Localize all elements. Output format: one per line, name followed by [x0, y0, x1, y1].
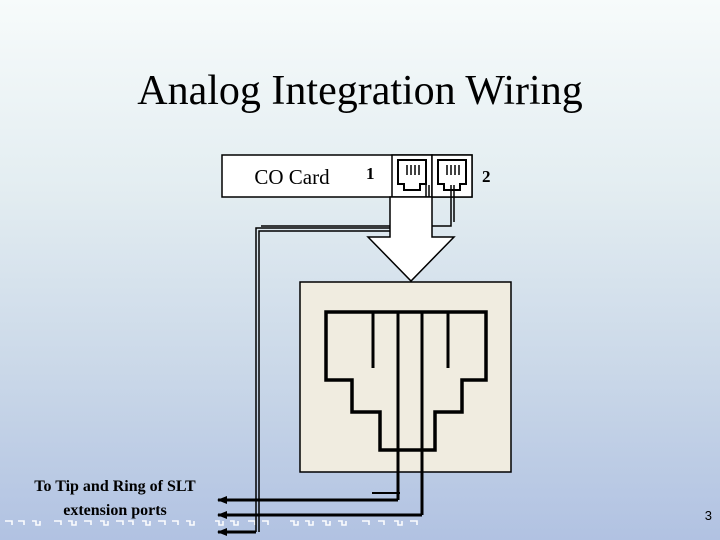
- port-2-label: 2: [482, 167, 491, 186]
- slide-title: Analog Integration Wiring: [137, 68, 583, 114]
- decorative-binary-strip: [5, 520, 418, 526]
- wall-jack-socket-icon: [324, 310, 488, 452]
- jack-wires: [371, 312, 450, 515]
- port-1-label: 1: [366, 164, 375, 183]
- tip-ring-arrows: [217, 496, 422, 536]
- connection-arrow-icon: [366, 196, 456, 283]
- co-card-label: CO Card: [254, 165, 330, 189]
- page-number: 3: [704, 508, 712, 523]
- co-card-port-2-icon: [431, 154, 473, 198]
- slt-extension-caption: To Tip and Ring of SLT extension ports: [34, 478, 196, 519]
